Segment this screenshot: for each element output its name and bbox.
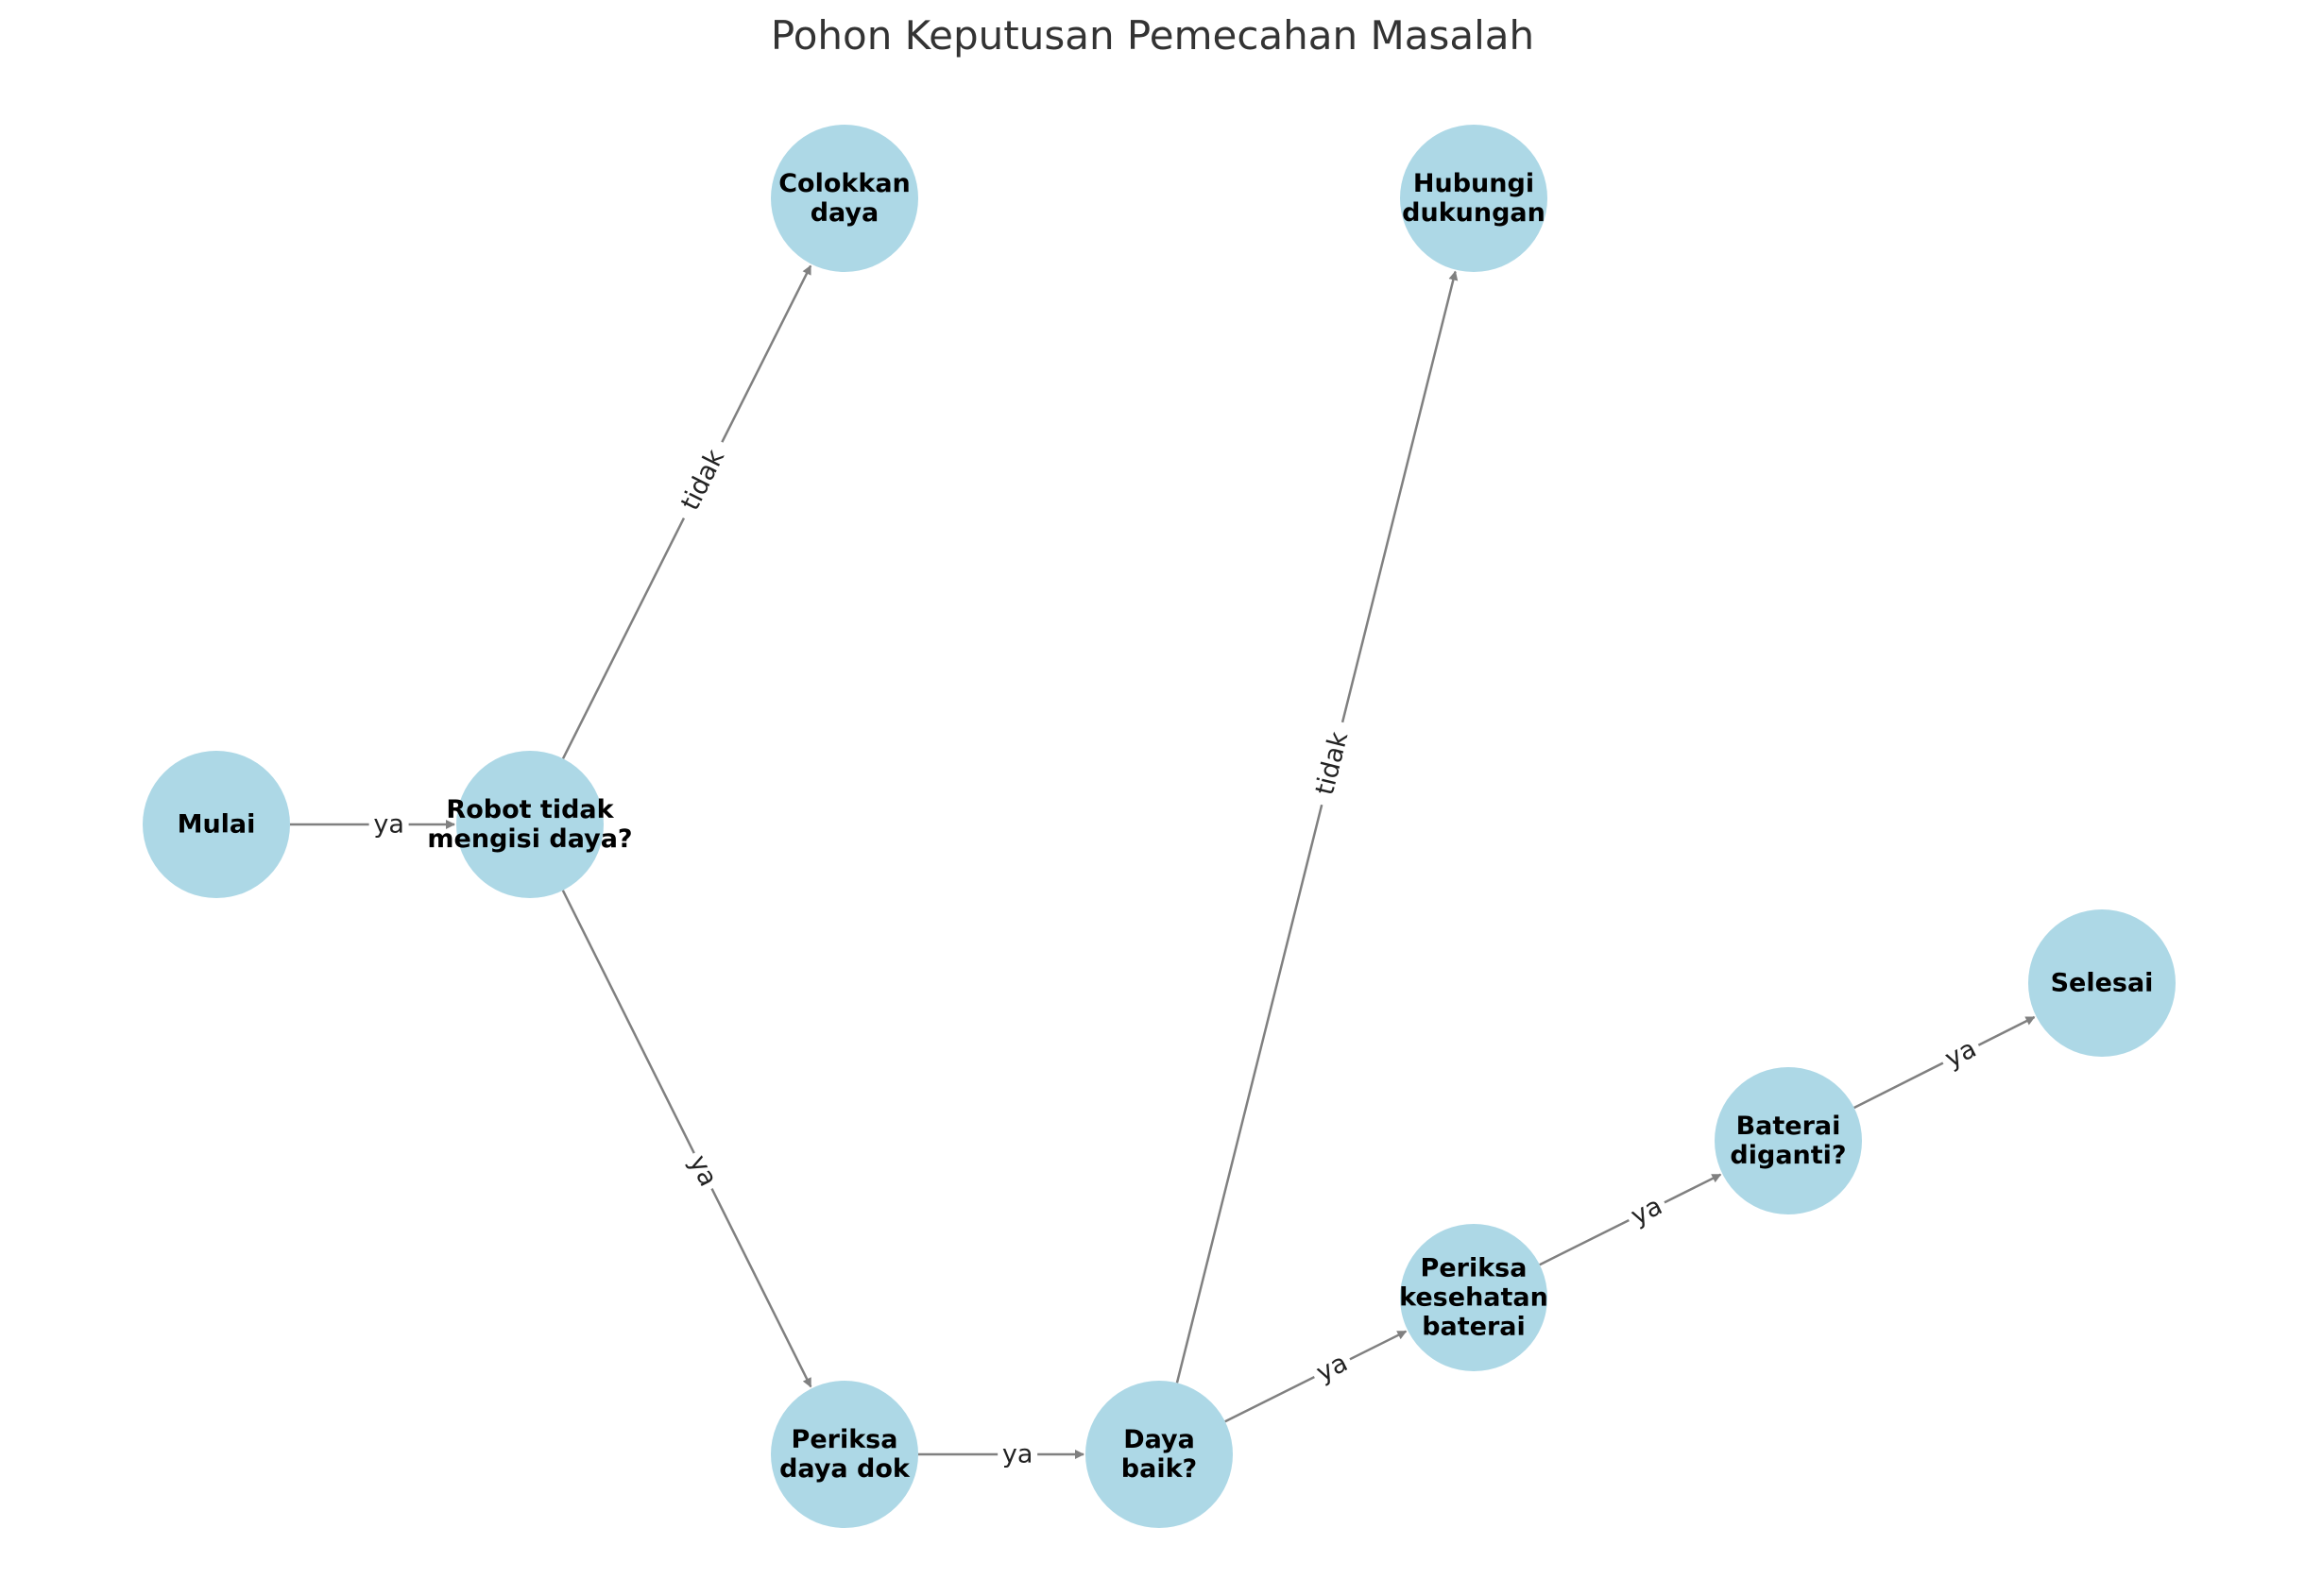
diagram-title: Pohon Keputusan Pemecahan Masalah (771, 12, 1534, 59)
node-label-line: Hubungi (1413, 169, 1534, 198)
node-label-line: kesehatan (1399, 1283, 1548, 1313)
edges-layer: ya tidak ya ya tidak ya ya ya (290, 264, 2036, 1469)
node-label-line: diganti? (1730, 1141, 1846, 1170)
edge-daya-baik-to-hubungi: tidak (1175, 270, 1459, 1384)
edge-label-group: ya (1306, 1344, 1357, 1391)
node-label-line: Daya (1123, 1425, 1195, 1454)
edge-label-background (668, 434, 736, 525)
node-circle (1400, 1224, 1547, 1371)
node-label-line: Selesai (2051, 969, 2154, 998)
node-label-line: Baterai (1736, 1112, 1841, 1141)
edge-label-group: tidak (1305, 718, 1357, 809)
node-label-line: dukungan (1402, 198, 1545, 228)
node-circle (1400, 125, 1547, 272)
node-circle (1085, 1381, 1233, 1528)
node-label-line: Periksa (1421, 1254, 1528, 1283)
edge-baterai-diganti-to-selesai: ya (1853, 1015, 2036, 1110)
node-circle (771, 125, 918, 272)
node-circle (143, 751, 290, 898)
edge-robot-to-periksa-dok: ya (561, 890, 812, 1388)
node-circle (1715, 1067, 1862, 1214)
edge-mulai-to-robot: ya (290, 807, 455, 840)
edge-daya-baik-to-periksa-baterai: ya (1224, 1330, 1408, 1423)
edge-robot-to-colokkan: tidak (561, 264, 812, 759)
edge-label-group: ya (1935, 1029, 1986, 1077)
edge-label-background (1621, 1187, 1672, 1234)
edge-label-group: ya (368, 807, 409, 840)
node-label-line: Robot tidak (446, 795, 614, 824)
edge-label-group: ya (998, 1437, 1038, 1469)
node-circle (2028, 909, 2176, 1057)
edge-label-group: tidak (668, 434, 736, 525)
edge-label-background (368, 807, 409, 840)
node-label-line: Mulai (178, 810, 256, 840)
node-label-line: daya (811, 198, 879, 228)
node-label-line: mengisi daya? (427, 824, 632, 854)
node-label-line: Periksa (792, 1425, 898, 1454)
edge-label-group: ya (680, 1146, 727, 1196)
edge-arrow (561, 890, 812, 1388)
node-selesai: Selesai (2028, 909, 2176, 1057)
node-label: Mulai (178, 810, 256, 840)
edge-arrow (1175, 270, 1459, 1384)
edge-label: ya (1002, 1440, 1033, 1469)
edge-label-background (680, 1146, 727, 1196)
node-circle (771, 1381, 918, 1528)
node-label-line: Colokkan (778, 169, 911, 198)
edge-periksa-dok-to-daya-baik: ya (918, 1437, 1084, 1469)
node-circle (456, 751, 604, 898)
node-label-line: baik? (1121, 1454, 1197, 1484)
edge-label: ya (373, 810, 404, 840)
edge-label-group: ya (1621, 1187, 1672, 1234)
edge-label-background (1306, 1344, 1357, 1391)
edge-label-background (998, 1437, 1038, 1469)
node-mulai: Mulai (143, 751, 290, 898)
edge-label-background (1935, 1029, 1986, 1077)
node-label: Selesai (2051, 969, 2154, 998)
edge-label-background (1305, 718, 1357, 809)
node-label-line: daya dok (779, 1454, 911, 1484)
node-label-line: baterai (1422, 1313, 1526, 1342)
edge-periksa-baterai-to-baterai-diganti: ya (1539, 1173, 1722, 1266)
edge-label: tidak (675, 445, 730, 515)
